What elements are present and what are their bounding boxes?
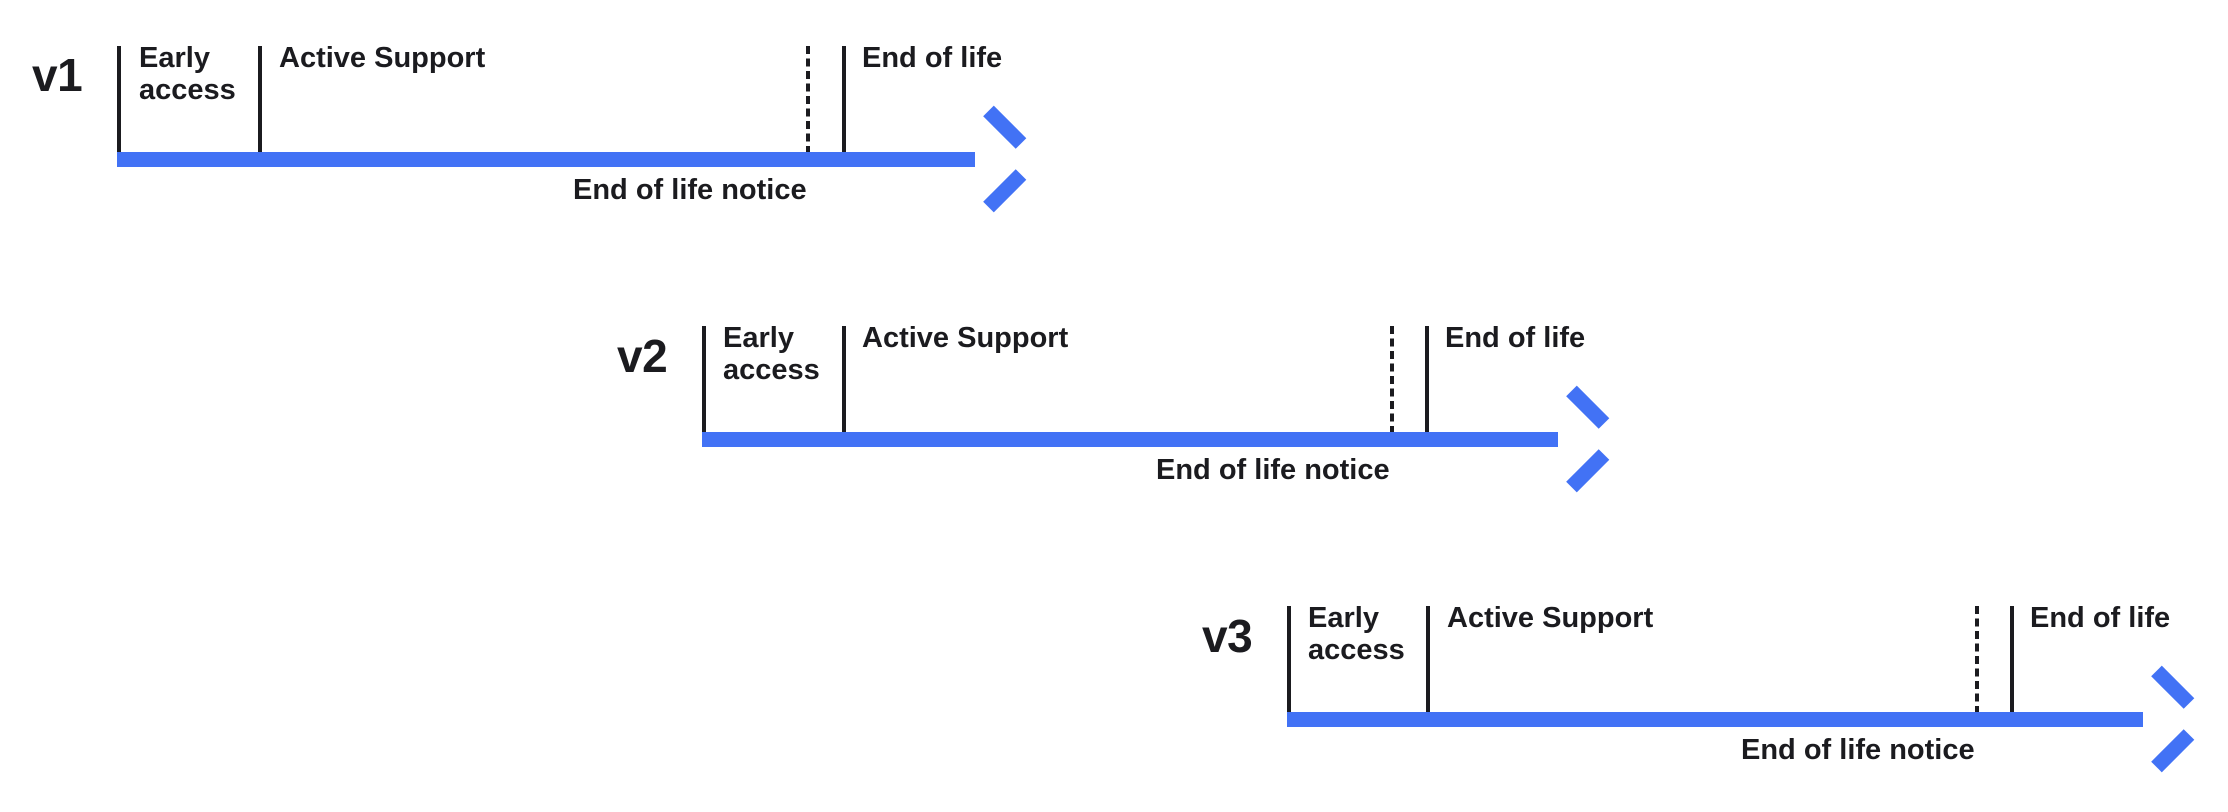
arrow-right-icon-v1 xyxy=(975,136,1021,182)
arrow-right-icon-v2 xyxy=(1558,416,1604,462)
notice-label-v1: End of life notice xyxy=(573,174,807,206)
notice-label-v2: End of life notice xyxy=(1156,454,1390,486)
tick-active-support-v1 xyxy=(258,46,262,154)
version-label-v1: v1 xyxy=(32,49,83,101)
tick-end-of-life-v1 xyxy=(842,46,846,154)
version-label-v3: v3 xyxy=(1202,610,1253,662)
tick-end-of-life-v3 xyxy=(2010,606,2014,714)
tick-start-v1 xyxy=(117,46,121,154)
timeline-bar-v3 xyxy=(1287,712,2143,727)
phase-label-end-of-life-v3: End of life xyxy=(2030,602,2171,634)
tick-start-v3 xyxy=(1287,606,1291,714)
arrow-right-icon-v3 xyxy=(2143,696,2189,742)
tick-active-support-v3 xyxy=(1426,606,1430,714)
phase-label-end-of-life-v1: End of life xyxy=(862,42,1003,74)
notice-label-v3: End of life notice xyxy=(1741,734,1975,766)
tick-end-of-life-notice-v1 xyxy=(806,46,810,154)
phase-label-early-access-v2: Early access xyxy=(723,322,820,387)
version-label-v2: v2 xyxy=(617,330,668,382)
tick-end-of-life-notice-v2 xyxy=(1390,326,1394,434)
phase-label-active-support-v2: Active Support xyxy=(862,322,1069,354)
phase-label-active-support-v3: Active Support xyxy=(1447,602,1654,634)
timeline-bar-v1 xyxy=(117,152,975,167)
tick-start-v2 xyxy=(702,326,706,434)
tick-end-of-life-notice-v3 xyxy=(1975,606,1979,714)
phase-label-early-access-v1: Early access xyxy=(139,42,236,107)
phase-label-early-access-v3: Early access xyxy=(1308,602,1405,667)
tick-active-support-v2 xyxy=(842,326,846,434)
tick-end-of-life-v2 xyxy=(1425,326,1429,434)
phase-label-end-of-life-v2: End of life xyxy=(1445,322,1586,354)
timeline-bar-v2 xyxy=(702,432,1558,447)
phase-label-active-support-v1: Active Support xyxy=(279,42,486,74)
